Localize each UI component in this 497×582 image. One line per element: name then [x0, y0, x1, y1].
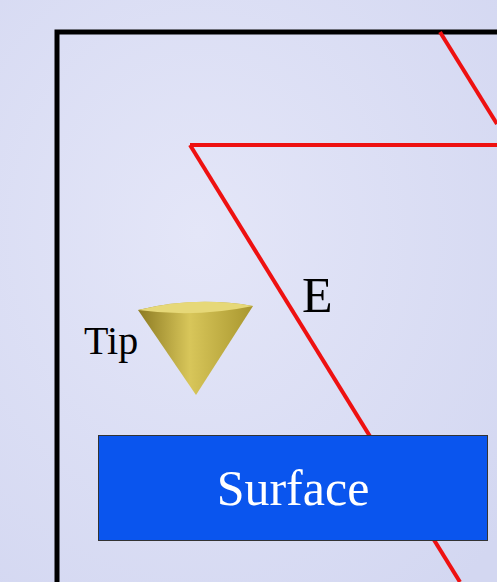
field-label: E — [302, 270, 333, 320]
surface-box: Surface — [98, 435, 488, 541]
field-line — [440, 32, 497, 124]
tip-cone-top — [138, 302, 253, 313]
tip-cone — [138, 302, 253, 395]
frame-border — [57, 32, 497, 582]
field-line — [190, 143, 497, 147]
surface-label: Surface — [217, 459, 370, 517]
tip-label: Tip — [84, 321, 138, 361]
